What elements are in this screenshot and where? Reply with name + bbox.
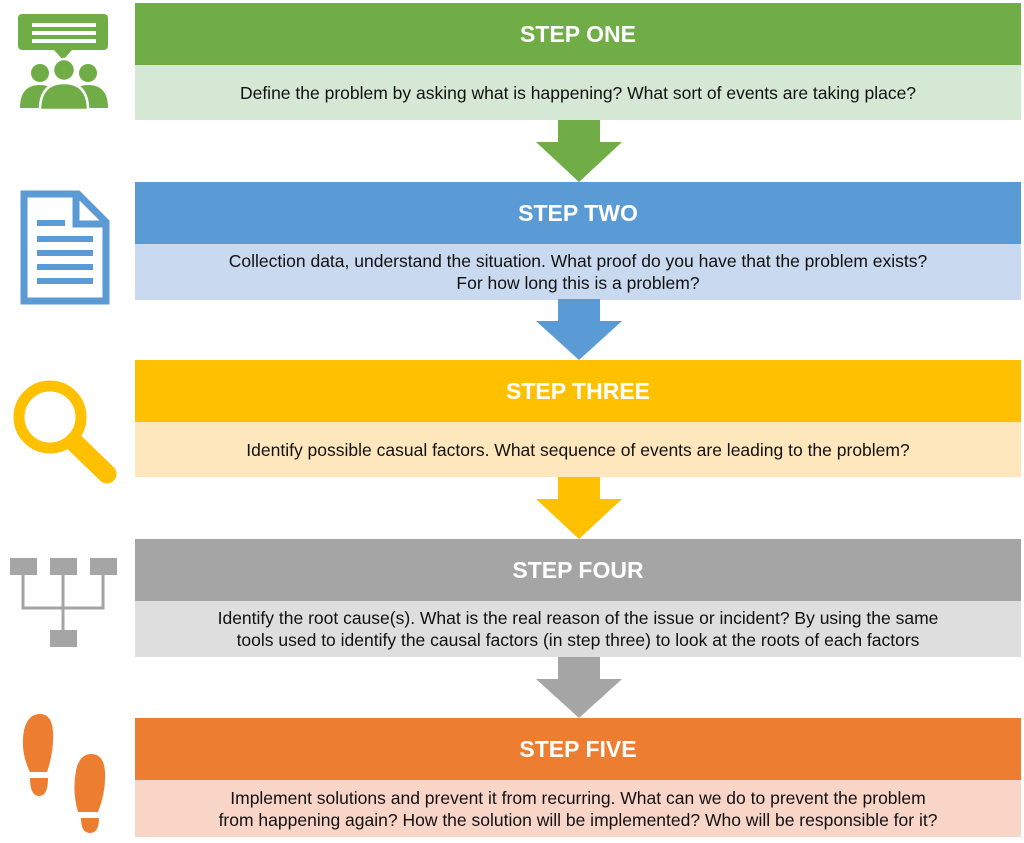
document-icon [20, 190, 110, 305]
step-five-description: Implement solutions and prevent it from … [135, 780, 1021, 837]
description-line: Identify possible casual factors. What s… [246, 439, 910, 460]
arrow-down-icon [536, 299, 622, 360]
step-three: STEP THREE Identify possible casual fact… [135, 360, 1021, 477]
step-four-description: Identify the root cause(s). What is the … [135, 601, 1021, 657]
description-line: tools used to identify the causal factor… [236, 630, 920, 650]
step-four: STEP FOUR Identify the root cause(s). Wh… [135, 539, 1021, 657]
description-line: Collection data, understand the situatio… [228, 251, 928, 271]
arrow-down-icon [536, 657, 622, 718]
magnifier-icon [13, 380, 117, 484]
step-one-description: Define the problem by asking what is hap… [135, 65, 1021, 120]
hierarchy-icon [10, 558, 117, 647]
description-line: Identify the root cause(s). What is the … [217, 608, 939, 628]
description-line: Define the problem by asking what is hap… [239, 82, 917, 103]
step-one-title: STEP ONE [135, 3, 1021, 65]
step-two-title: STEP TWO [135, 182, 1021, 244]
description-line: Implement solutions and prevent it from … [230, 787, 926, 808]
step-four-title: STEP FOUR [135, 539, 1021, 601]
step-two: STEP TWO Collection data, understand the… [135, 182, 1021, 300]
step-three-title: STEP THREE [135, 360, 1021, 422]
arrow-down-icon [536, 477, 622, 539]
step-three-description: Identify possible casual factors. What s… [135, 422, 1021, 477]
presentation-group-icon [18, 14, 108, 112]
footprints-icon [22, 714, 106, 833]
description-line: from happening again? How the solution w… [218, 809, 938, 830]
arrow-down-icon [536, 120, 622, 182]
description-line: For how long this is a problem? [456, 273, 700, 293]
step-two-description: Collection data, understand the situatio… [135, 244, 1021, 300]
step-five-title: STEP FIVE [135, 718, 1021, 780]
step-five: STEP FIVE Implement solutions and preven… [135, 718, 1021, 837]
step-one: STEP ONE Define the problem by asking wh… [135, 3, 1021, 120]
